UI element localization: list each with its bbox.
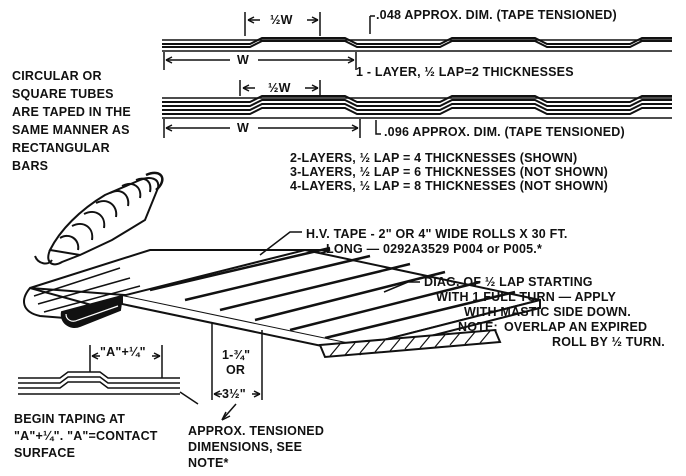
w-top-label: W: [237, 53, 249, 67]
hv-tape-line-2: LONG — 0292A3529 P004 or P005.*: [326, 242, 543, 256]
begin-taping-line-3: SURFACE: [14, 446, 76, 460]
single-layer-profile: [162, 12, 672, 70]
width-dim-1: 1-¾": [222, 348, 251, 362]
tube-note-line-1: CIRCULAR OR: [12, 69, 102, 83]
begin-taping-line-2: "A"+¼". "A"=CONTACT: [14, 429, 158, 443]
dim-a-label: "A"+¼": [100, 345, 146, 359]
layer-note-4: 4-LAYERS, ½ LAP = 8 THICKNESSES (NOT SHO…: [290, 179, 609, 193]
hv-tape-line-1: H.V. TAPE - 2" OR 4" WIDE ROLLS X 30 FT.: [306, 227, 568, 241]
begin-taping-detail: [18, 345, 199, 405]
approx-tensioned-line-3: NOTE*: [188, 456, 229, 470]
half-w-second-label: ½W: [268, 81, 291, 95]
note-text-line-2: ROLL BY ½ TURN.: [552, 335, 665, 349]
tape-096-label: .096 APPROX. DIM. (TAPE TENSIONED): [384, 125, 625, 139]
tube-note-line-3: ARE TAPED IN THE: [12, 105, 131, 119]
width-dim-2: 3½": [222, 387, 246, 401]
w-second-label: W: [237, 121, 249, 135]
approx-tensioned-line-1: APPROX. TENSIONED: [188, 424, 325, 438]
width-dimension: [211, 322, 263, 421]
diag-note-line-3: WITH MASTIC SIDE DOWN.: [464, 305, 631, 319]
tube-note-line-2: SQUARE TUBES: [12, 87, 114, 101]
tube-note-line-5: RECTANGULAR: [12, 141, 110, 155]
width-dim-or: OR: [226, 363, 246, 377]
approx-tensioned-line-2: DIMENSIONS, SEE: [188, 440, 303, 454]
note-label: NOTE:: [458, 320, 498, 334]
note-text-line-1: OVERLAP AN EXPIRED: [504, 320, 648, 334]
tape-048-label: .048 APPROX. DIM. (TAPE TENSIONED): [376, 8, 617, 22]
one-layer-label: 1 - LAYER, ½ LAP=2 THICKNESSES: [356, 65, 574, 79]
tube-note-line-6: BARS: [12, 159, 49, 173]
bus-bar-illustration: [23, 231, 541, 359]
diag-note-line-1: DIAG. OF ½ LAP STARTING: [424, 275, 593, 289]
taped-tube-illustration: [34, 171, 164, 266]
diag-note-line-2: WITH 1 FULL TURN — APPLY: [436, 290, 617, 304]
layer-note-3: 3-LAYERS, ½ LAP = 6 THICKNESSES (NOT SHO…: [290, 165, 609, 179]
tube-note-line-4: SAME MANNER AS: [12, 123, 130, 137]
begin-taping-line-1: BEGIN TAPING AT: [14, 412, 126, 426]
layer-note-2: 2-LAYERS, ½ LAP = 4 THICKNESSES (SHOWN): [290, 151, 578, 165]
half-w-top-label: ½W: [270, 13, 293, 27]
double-layer-profile: [162, 80, 672, 138]
